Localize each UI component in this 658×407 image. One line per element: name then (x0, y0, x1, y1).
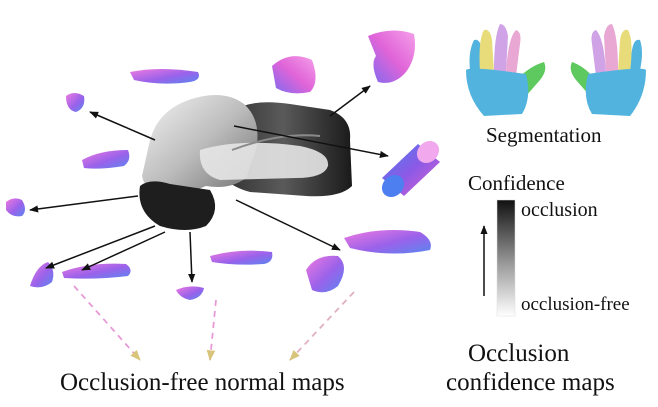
normal-map-patches (6, 30, 440, 300)
occlusion-label: occlusion (521, 199, 598, 221)
confidence-label: Confidence (468, 171, 565, 195)
confidence-colorbar (496, 199, 516, 317)
confidence-maps-title-line2: confidence maps (446, 369, 615, 396)
occlusion-free-label: occlusion-free (521, 294, 630, 315)
dashed-guides (73, 285, 355, 362)
normal-maps-title: Occlusion-free normal maps (60, 369, 345, 396)
segmentation-label: Segmentation (486, 123, 602, 147)
central-hand-confidence-map (139, 95, 352, 230)
connector-arrows (29, 85, 488, 296)
segmentation-hand-right (570, 24, 646, 116)
segmentation-hand-left (466, 24, 546, 116)
confidence-maps-title-line1: Occlusion (468, 340, 570, 367)
